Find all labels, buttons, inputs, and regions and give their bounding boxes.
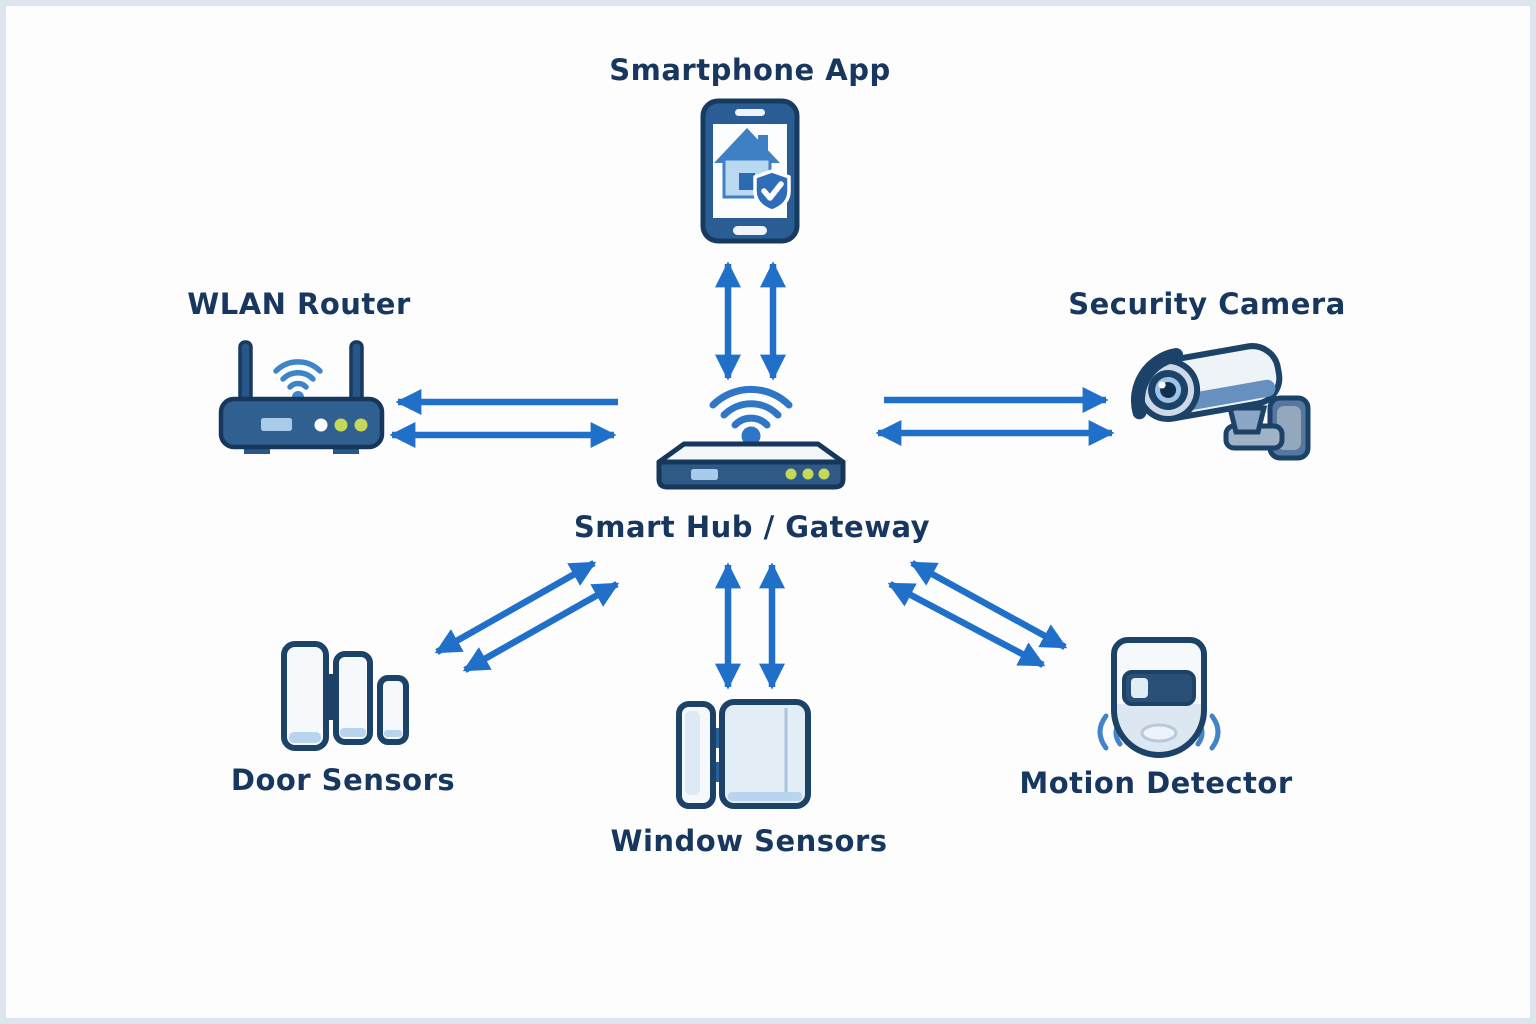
smart-hub-icon [656, 385, 846, 490]
window-sensors-icon [676, 699, 811, 809]
wlan-router-label: WLAN Router [187, 287, 411, 321]
window-sensors-label: Window Sensors [610, 824, 888, 858]
smart-hub-label: Smart Hub / Gateway [573, 510, 931, 544]
motion-detector-icon [1097, 637, 1221, 759]
wifi-waves-icon [273, 359, 323, 390]
led-green [802, 468, 814, 480]
door-sensor-part [281, 641, 329, 751]
antenna-icon [238, 340, 253, 406]
door-sensor-part [333, 651, 373, 745]
window-sensor-part [676, 701, 716, 809]
security-camera-label: Security Camera [1068, 287, 1346, 321]
door-sensors-icon [281, 641, 409, 751]
detector-lens [1140, 723, 1178, 743]
wlan-router-icon [218, 340, 385, 454]
wifi-waves-icon [709, 385, 793, 429]
shield-check-icon [753, 169, 791, 213]
window-sensor-part [719, 699, 811, 809]
smartphone-app-label: Smartphone App [609, 53, 891, 87]
led-green [818, 468, 830, 480]
camera-body [1130, 343, 1283, 422]
hub-port [691, 469, 718, 480]
hub-antenna [741, 426, 761, 446]
motion-detector-label: Motion Detector [1019, 766, 1293, 800]
camera-hood [1130, 348, 1184, 420]
arrow-hub-motion-2 [887, 581, 1046, 668]
connection-arrows [389, 261, 1115, 690]
led-green [354, 418, 368, 432]
door-sensor-part [377, 675, 409, 745]
smartphone-app-icon [700, 98, 800, 244]
security-camera-icon [1130, 343, 1311, 461]
router-port [261, 418, 292, 431]
antenna-icon [349, 340, 364, 406]
door-sensors-label: Door Sensors [230, 763, 456, 797]
led-green [785, 468, 797, 480]
arrow-hub-door-2 [462, 581, 620, 673]
led-green [334, 418, 348, 432]
led-white [314, 418, 328, 432]
